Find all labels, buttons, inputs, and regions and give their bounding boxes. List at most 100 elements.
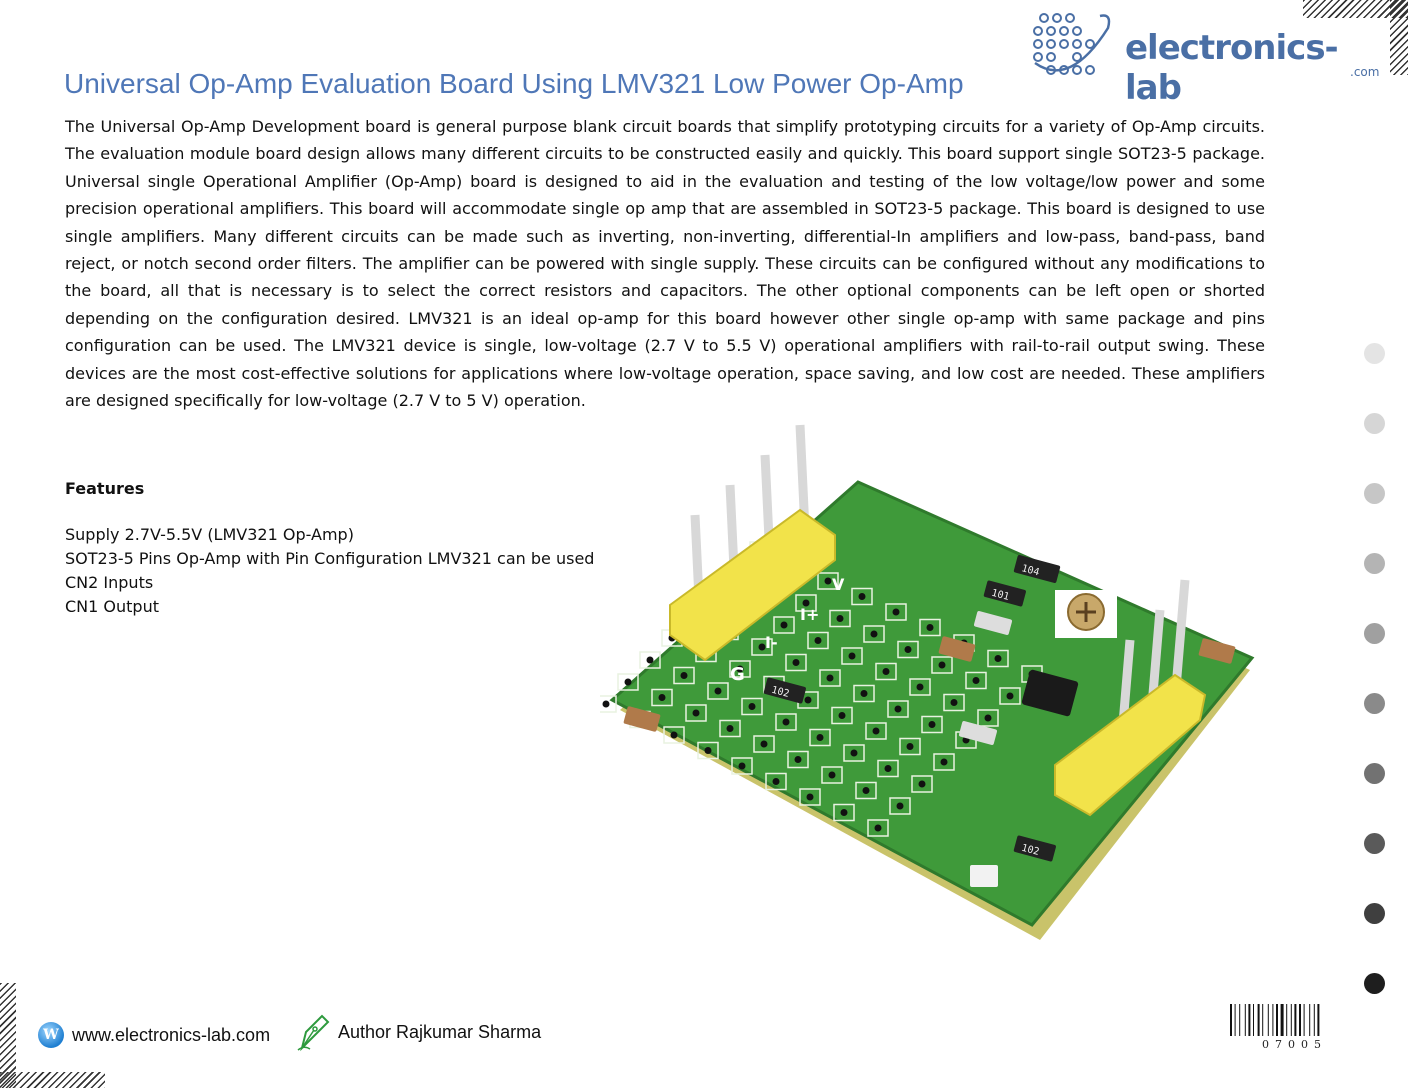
pen-nib-icon	[297, 1014, 330, 1052]
features-heading: Features	[65, 479, 145, 498]
pcb-pad	[663, 726, 685, 744]
pcb-pad	[843, 744, 865, 762]
pcb-hole	[938, 661, 946, 669]
pcb-pad	[863, 625, 885, 643]
barcode	[1230, 1004, 1320, 1036]
pcb-hole	[794, 756, 802, 763]
left-pin-header	[669, 424, 836, 662]
pcb-hole	[972, 677, 980, 684]
pcb-hole	[906, 743, 914, 750]
pcb-hole	[772, 778, 780, 785]
pcb-hole	[894, 705, 902, 713]
footer-author: Author Rajkumar Sharma	[296, 1012, 541, 1052]
feature-item: SOT23-5 Pins Op-Amp with Pin Configurati…	[65, 549, 595, 568]
resistor-code: 101	[990, 588, 1010, 603]
pcb-hole	[984, 714, 992, 722]
intro-paragraph: The Universal Op-Amp Development board i…	[65, 117, 1265, 411]
pcb-pad	[831, 706, 853, 725]
pcb-pad	[875, 662, 897, 681]
pcb-pad	[919, 618, 941, 637]
side-dot	[1364, 413, 1385, 434]
pcb-hole	[726, 725, 734, 732]
pcb-pad	[855, 781, 877, 800]
page-title: Universal Op-Amp Evaluation Board Using …	[64, 68, 964, 99]
led	[970, 865, 998, 887]
pcb-hole	[758, 643, 766, 651]
pcb-hole	[870, 630, 878, 638]
pcb-pad	[731, 757, 753, 775]
pcb-hole	[804, 696, 812, 704]
pcb-pad	[933, 753, 955, 771]
trimmer-potentiometer	[1055, 590, 1117, 638]
pcb-pad	[775, 713, 797, 731]
pcb-hole	[806, 793, 814, 801]
barcode-bar	[1309, 1004, 1311, 1036]
header-label-i-minus: I-	[765, 633, 778, 652]
barcode-bar	[1234, 1004, 1236, 1036]
footer-website[interactable]: W www.electronics-lab.com	[38, 1022, 270, 1048]
pcb-pad	[965, 671, 987, 690]
web-globe-icon: W	[38, 1022, 64, 1048]
barcode-bar	[1286, 1004, 1288, 1036]
smd-resistor: 101	[983, 580, 1026, 607]
pcb-hole	[928, 721, 936, 728]
pcb-pad	[889, 797, 911, 815]
document-number: 07005	[1262, 1038, 1327, 1051]
features-list: Supply 2.7V-5.5V (LMV321 Op-Amp) SOT23-5…	[65, 523, 594, 619]
pcb-hole	[792, 659, 800, 666]
header-label-i-plus: I+	[800, 605, 819, 624]
pcb-pad	[673, 666, 695, 685]
pcb-pad	[885, 603, 907, 621]
pcb-hole	[714, 687, 722, 695]
pcb-pad	[853, 684, 875, 703]
pcb-pad	[867, 819, 889, 837]
pcb-pad	[987, 649, 1009, 668]
right-pin-header	[1054, 579, 1207, 817]
pcb-hole	[692, 709, 700, 717]
pcb-hole	[916, 683, 924, 691]
pcb-pad	[877, 759, 899, 778]
pcb-pad	[697, 741, 719, 760]
pcb-hole	[860, 690, 868, 697]
pcb-hole	[780, 621, 788, 629]
pcb-pad	[851, 587, 873, 606]
pcb-pad	[729, 660, 751, 678]
pcb-pad	[899, 737, 921, 756]
barcode-bar	[1244, 1004, 1246, 1036]
side-dot	[1364, 693, 1385, 714]
pcb-pad	[897, 640, 919, 659]
opamp-chip	[1021, 669, 1079, 717]
board-photo: G I- I+ V 104 101 102 102	[600, 424, 1255, 940]
smd-capacitor	[623, 706, 661, 732]
pcb-pad	[741, 697, 763, 716]
brand-logo: electronics-lab .com	[1030, 8, 1390, 108]
smd-capacitor	[958, 721, 998, 745]
pcb-pad	[751, 638, 773, 656]
pcb-hole	[850, 749, 858, 757]
corner-hatch-bottom-left-vertical	[0, 983, 16, 1088]
pcb-pad	[977, 709, 999, 727]
corner-hatch-bottom-left	[0, 1072, 105, 1088]
pcb-hole	[874, 824, 882, 832]
corner-hatch-top-right	[1303, 0, 1408, 18]
side-dot	[1364, 343, 1385, 364]
barcode-bar	[1294, 1004, 1297, 1036]
website-link[interactable]: www.electronics-lab.com	[72, 1024, 271, 1045]
brand-name: electronics-lab	[1125, 28, 1339, 108]
pcb-hole	[848, 652, 856, 660]
pcb-hole	[704, 747, 712, 754]
barcode-bar	[1303, 1004, 1305, 1036]
pcb-hole	[646, 656, 654, 664]
smd-capacitor	[973, 611, 1013, 635]
pcb-hole	[892, 608, 900, 616]
pcb-hole	[950, 699, 958, 706]
pcb-pad	[921, 715, 943, 734]
pcb-pad	[765, 772, 787, 791]
pcb-hole	[926, 624, 934, 631]
side-dot-column	[1364, 343, 1386, 1003]
barcode-bar	[1239, 1004, 1241, 1036]
smd-resistor: 102	[763, 677, 806, 704]
pcb-pad	[799, 788, 821, 806]
resistor-code: 102	[770, 685, 790, 700]
pcb-pad	[999, 687, 1021, 705]
